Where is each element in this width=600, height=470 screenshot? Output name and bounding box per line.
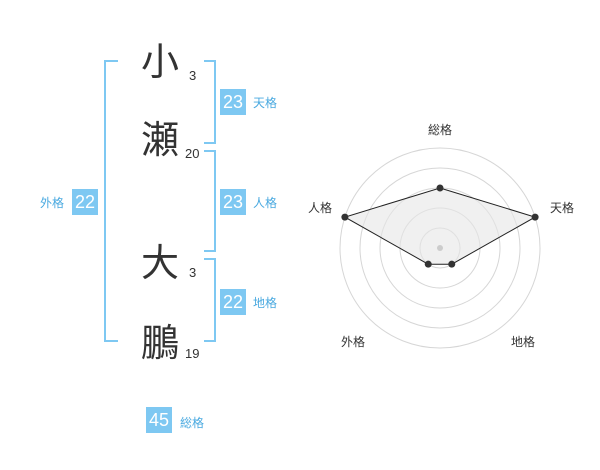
tenkaku-badge: 23 — [220, 89, 247, 115]
chikaku-bracket — [204, 258, 216, 342]
tenkaku-bracket — [204, 60, 216, 144]
gaikaku-label: 外格 — [40, 196, 65, 210]
stroke-count-2: 20 — [185, 146, 200, 161]
radar-point-1 — [531, 213, 539, 221]
radar-axis-label-tenkaku: 天格 — [550, 200, 574, 215]
gaikaku-bracket — [104, 60, 118, 342]
radar-axis-label-jinkaku: 人格 — [308, 200, 332, 215]
radar-axis-label-gaikaku: 外格 — [341, 334, 365, 349]
radar-axis-label-soukaku: 総格 — [428, 122, 452, 137]
stroke-count-4: 19 — [185, 346, 200, 361]
radar-ring — [359, 167, 521, 329]
stroke-count-3: 3 — [189, 265, 197, 280]
stroke-count-1: 3 — [189, 68, 197, 83]
radar-point-2 — [448, 260, 456, 268]
radar-point-3 — [424, 260, 432, 268]
name-char-1: 小 — [141, 40, 180, 84]
soukaku-label: 総格 — [180, 416, 205, 430]
radar-center-dot — [437, 245, 443, 251]
radar-axis-label-chikaku: 地格 — [511, 334, 535, 349]
chikaku-label: 地格 — [253, 296, 278, 310]
radar-ring — [339, 147, 541, 349]
jinkaku-label: 人格 — [253, 196, 278, 210]
radar-data-points — [341, 184, 539, 268]
radar-point-0 — [436, 184, 444, 192]
jinkaku-bracket — [204, 150, 216, 252]
name-char-4: 鵬 — [141, 321, 180, 365]
radar-data-polygon — [343, 187, 537, 265]
tenkaku-label: 天格 — [253, 96, 278, 110]
radar-point-4 — [341, 213, 349, 221]
chikaku-badge: 22 — [220, 289, 247, 315]
soukaku-badge: 45 — [146, 407, 173, 433]
gaikaku-badge: 22 — [72, 189, 99, 215]
name-char-2: 瀬 — [141, 118, 180, 162]
name-char-3: 大 — [141, 241, 180, 285]
jinkaku-badge: 23 — [220, 189, 247, 215]
